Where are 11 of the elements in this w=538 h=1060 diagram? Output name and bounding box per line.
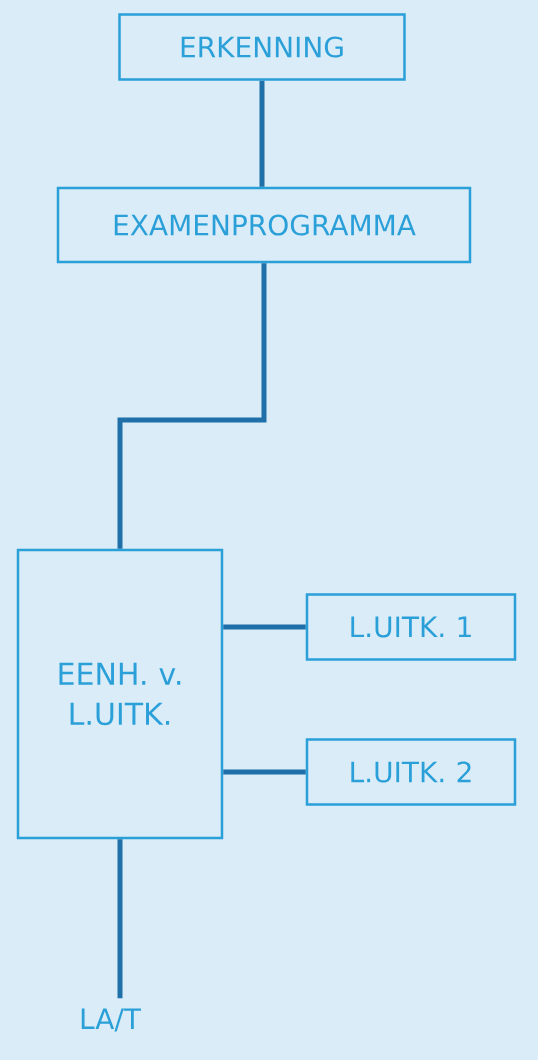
connector-line: [117, 839, 123, 999]
process-box: EENH. v. L.UITK.: [16, 548, 224, 840]
process-box: L.UITK. 2: [305, 738, 517, 806]
text-label: LA/T: [81, 1008, 141, 1032]
process-box: EXAMENPROGRAMMA: [56, 186, 472, 264]
process-box: L.UITK. 1: [305, 593, 517, 661]
connector-line: [223, 624, 306, 630]
connector-line: [259, 80, 265, 187]
connector-line: [117, 263, 267, 549]
connector-line: [223, 769, 306, 775]
process-box: ERKENNING: [118, 13, 406, 81]
